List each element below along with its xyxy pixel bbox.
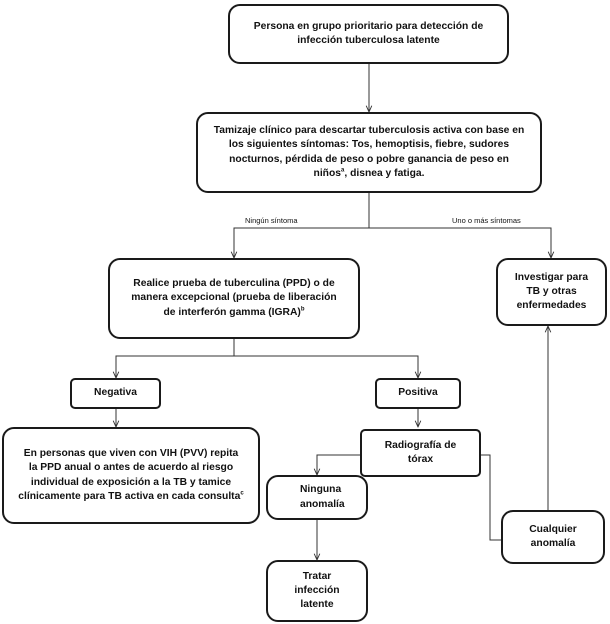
arrow-to-n5 [116,355,234,378]
node-ninguna-anomalia: Ninguna anomalía [266,475,368,520]
node-text: Cualquier anomalía [529,523,577,549]
node-text-tail: , disnea y fatiga. [344,167,425,179]
node-text: Tamizaje clínico para descartar tubercul… [212,124,526,181]
node-personas-vih: En personas que viven con VIH (PVV) repi… [2,427,260,524]
arrow-to-n6 [234,355,418,378]
node-text-main: En personas que viven con VIH (PVV) repi… [18,448,241,502]
node-radiografia-torax: Radiografía de tórax [360,429,481,477]
footnote-mark: c [240,490,244,497]
node-persona-grupo-prioritario: Persona en grupo prioritario para detecc… [228,4,509,64]
node-text: Radiografía de tórax [384,439,457,465]
arrow-n8-n9 [317,454,360,475]
edge-label-ningun-sintoma: Ningún síntoma [245,216,298,225]
node-positiva: Positiva [375,378,461,409]
node-prueba-tuberculina: Realice prueba de tuberculina (PPD) o de… [108,258,360,339]
footnote-mark: b [300,306,305,313]
node-tamizaje-clinico: Tamizaje clínico para descartar tubercul… [196,112,542,193]
node-text: En personas que viven con VIH (PVV) repi… [18,447,244,504]
node-text: Realice prueba de tuberculina (PPD) o de… [124,277,344,320]
node-text: Negativa [94,387,137,399]
node-text: Tratar infección latente [294,570,340,611]
node-text-main: Tamizaje clínico para descartar tubercul… [213,125,525,179]
arrow-n8-n10 [481,454,509,540]
footnote-mark: a [341,167,345,174]
node-text: Positiva [398,387,438,399]
arrow-to-n3 [234,227,369,258]
node-investigar-tb: Investigar para TB y otras enfermedades [496,258,607,326]
node-text: Ninguna anomalía [300,484,345,510]
arrow-to-n4 [369,227,551,258]
node-cualquier-anomalia: Cualquier anomalía [501,510,605,564]
node-negativa: Negativa [70,378,161,409]
node-text-main: Realice prueba de tuberculina (PPD) o de… [131,278,337,318]
node-tratar-infeccion-latente: Tratar infección latente [266,560,368,622]
edge-label-uno-o-mas-sintomas: Uno o más síntomas [452,216,521,225]
node-text: Persona en grupo prioritario para detecc… [253,20,484,46]
node-text: Investigar para TB y otras enfermedades [514,271,589,312]
